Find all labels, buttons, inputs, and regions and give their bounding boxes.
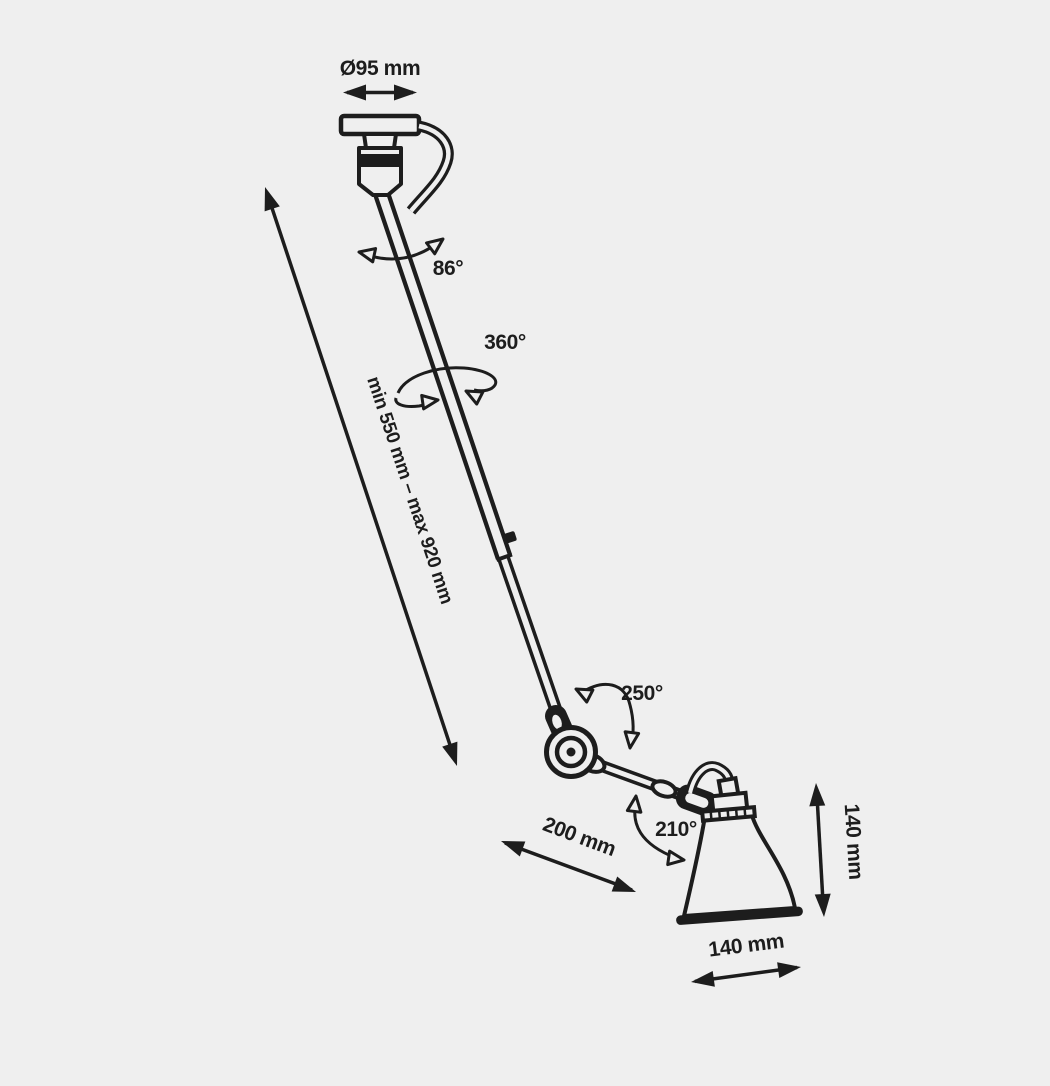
arrowhead-width-left-icon	[691, 970, 715, 987]
elbow-angle-label: 250°	[621, 682, 663, 705]
rotation-360-annotation: 360°	[394, 331, 526, 411]
open-arrowhead-elbow-left-icon	[574, 687, 595, 704]
canopy-angle-annotation: 86°	[357, 237, 464, 280]
arrowhead-right-icon	[394, 84, 417, 101]
canopy-diameter-dimension: Ø95 mm	[340, 57, 421, 101]
rotation-loop-top-arc	[396, 366, 498, 394]
outer-tube	[372, 189, 513, 562]
open-arrowhead-loop-right-icon	[464, 389, 485, 406]
arrowhead-left-icon	[343, 84, 366, 101]
open-arrowhead-right-icon	[425, 237, 445, 256]
forearm-end-oval	[650, 779, 678, 799]
socket-band	[359, 154, 401, 167]
arrowhead-width-right-icon	[777, 962, 801, 979]
arrowhead-height-down-icon	[814, 893, 831, 917]
shade-height-dimension: 140 mm	[809, 783, 868, 917]
outer-tube-end-cap	[495, 552, 513, 562]
shade-angle-label: 210°	[655, 818, 697, 841]
elbow-fork-hole	[552, 714, 562, 730]
shade-collar	[700, 805, 757, 823]
open-arrowhead-elbow-down-icon	[623, 730, 641, 750]
shade-angle-annotation: 210°	[625, 794, 697, 867]
shade-height-line	[814, 788, 826, 912]
ceiling-canopy	[338, 113, 454, 215]
canopy-diameter-label: Ø95 mm	[340, 57, 420, 80]
arrowhead-height-up-icon	[809, 783, 826, 807]
canopy-neck	[362, 132, 398, 150]
arrowhead-up-icon	[264, 187, 280, 212]
rotation-360-label: 360°	[484, 331, 526, 354]
elbow-angle-annotation: 250°	[574, 682, 663, 750]
open-arrowhead-loop-left-icon	[420, 393, 440, 411]
canopy-plate	[338, 113, 422, 137]
arm-length-line	[504, 841, 633, 892]
open-arrowhead-left-icon	[357, 247, 378, 264]
arrowhead-down-icon	[442, 741, 458, 766]
drop-range-dimension-line	[266, 195, 456, 758]
open-arrowhead-shade-right-icon	[666, 849, 686, 867]
arrowhead-arm-right-icon	[611, 876, 636, 892]
canopy-cable	[406, 120, 454, 215]
lamp-head	[675, 761, 803, 925]
open-arrowhead-shade-up-icon	[625, 794, 643, 814]
canopy-angle-label: 86°	[433, 257, 464, 280]
arrowhead-arm-left-icon	[501, 841, 526, 857]
shade-rim	[676, 906, 803, 925]
elbow-disc	[544, 725, 598, 779]
shade-height-label: 140 mm	[840, 803, 868, 880]
